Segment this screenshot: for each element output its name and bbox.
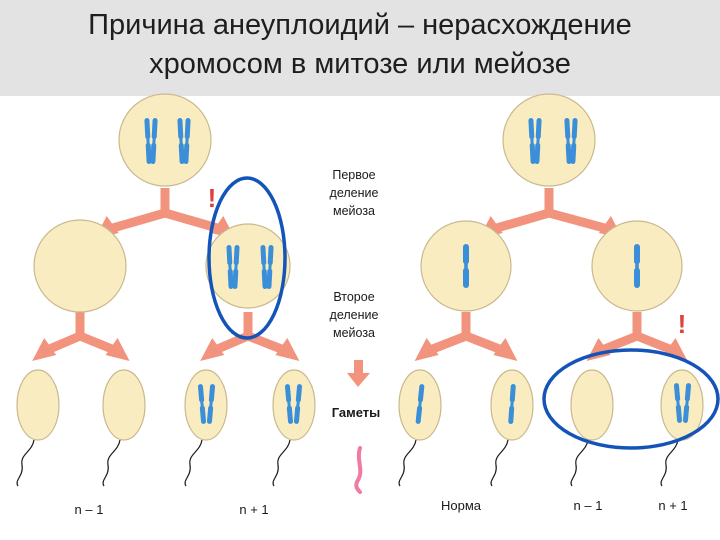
second-division-line-1: Второе — [333, 290, 375, 304]
arrow-right-first-division — [478, 188, 623, 239]
chromosome-gamete-normal-1 — [415, 384, 425, 424]
slide-title-line-1: Причина анеуплоидий – нерасхождение — [88, 9, 632, 41]
chromosome-pair-extra-cell-2-b — [266, 245, 274, 289]
gamete-label-right-n-plus-1: n + 1 — [658, 498, 688, 513]
cell-left-a-empty — [33, 219, 127, 313]
gamete-label-left-n-plus-1: n + 1 — [239, 502, 269, 517]
cells — [16, 93, 704, 441]
gamete-3-two-chromosomes — [184, 369, 228, 441]
gamete-label-right-n-minus-1: n – 1 — [573, 498, 603, 513]
second-division-label: Второе деление мейоза — [294, 288, 414, 342]
exclamation-second-division: ! — [678, 309, 687, 339]
title-banner — [0, 0, 720, 96]
cell-left-b-extra — [205, 223, 291, 309]
gamete-tail — [184, 439, 203, 487]
highlight-ellipse-first-division — [207, 176, 287, 340]
chromosome-pair-extra-cell-1-a — [226, 245, 234, 289]
annotations: !! — [207, 176, 720, 494]
gamete-2-empty — [102, 369, 146, 441]
arrow-right-a-second-division — [414, 312, 518, 361]
gamete-tail — [660, 439, 679, 487]
first-division-label: Первое деление мейоза — [294, 166, 414, 220]
gamete-tails — [16, 439, 679, 487]
exclamation-first-division: ! — [208, 183, 217, 213]
gamete-tail — [398, 439, 417, 487]
chromosome-right-b — [634, 244, 640, 288]
gamete-label-normal: Норма — [440, 498, 481, 513]
chromosomes — [144, 118, 692, 424]
chromosome-pair-left-parent-1-a — [144, 118, 152, 164]
highlight-ellipse-second-division — [542, 348, 720, 450]
cell-left-parent — [118, 93, 212, 187]
chromosome-gamete — [682, 383, 692, 423]
arrow-left-a-second-division — [32, 312, 130, 361]
cell-right-parent — [502, 93, 596, 187]
gamete-tail — [570, 439, 589, 487]
chromosome-gamete-normal-2 — [508, 384, 516, 424]
gametes-down-arrow — [347, 360, 370, 387]
first-division-line-1: Первое — [332, 168, 376, 182]
gamete-label-left-n-minus-1: n – 1 — [74, 502, 104, 517]
first-division-line-3: мейоза — [332, 204, 376, 218]
chromosome-pair-right-parent-1-b — [534, 118, 542, 164]
chromosome-gamete — [206, 384, 216, 424]
chromosome-pair-extra-cell-1-b — [232, 245, 240, 289]
chromosome-gamete — [284, 384, 294, 424]
sperm-mark — [354, 446, 363, 494]
chromosome-pair-right-parent-1-a — [528, 118, 536, 164]
gamete-tail — [102, 439, 121, 487]
chromosome-right-a — [463, 244, 469, 288]
second-division-line-3: мейоза — [332, 326, 376, 340]
gamete-tail — [16, 439, 35, 487]
gametes-label: Гаметы — [331, 405, 381, 420]
chromosome-pair-extra-cell-2-a — [260, 245, 268, 289]
chromosome-pair-left-parent-2-b — [183, 118, 191, 164]
chromosome-gamete — [673, 383, 683, 423]
chromosome-gamete — [197, 384, 207, 424]
gamete-1-empty — [16, 369, 60, 441]
gamete-7-empty — [570, 369, 614, 441]
chromosome-pair-left-parent-1-b — [150, 118, 158, 164]
chromosome-pair-right-parent-2-a — [564, 118, 572, 164]
second-division-line-2: деление — [329, 308, 379, 322]
chromosome-gamete — [293, 384, 303, 424]
gamete-tail — [490, 439, 509, 487]
slide-title-line-2: хромосом в митозе или мейозе — [149, 48, 571, 80]
gamete-4-two-chromosomes — [272, 369, 316, 441]
chromosome-pair-right-parent-2-b — [570, 118, 578, 164]
chromosome-pair-left-parent-2-a — [177, 118, 185, 164]
first-division-line-2: деление — [329, 186, 379, 200]
gamete-tail — [272, 439, 291, 487]
